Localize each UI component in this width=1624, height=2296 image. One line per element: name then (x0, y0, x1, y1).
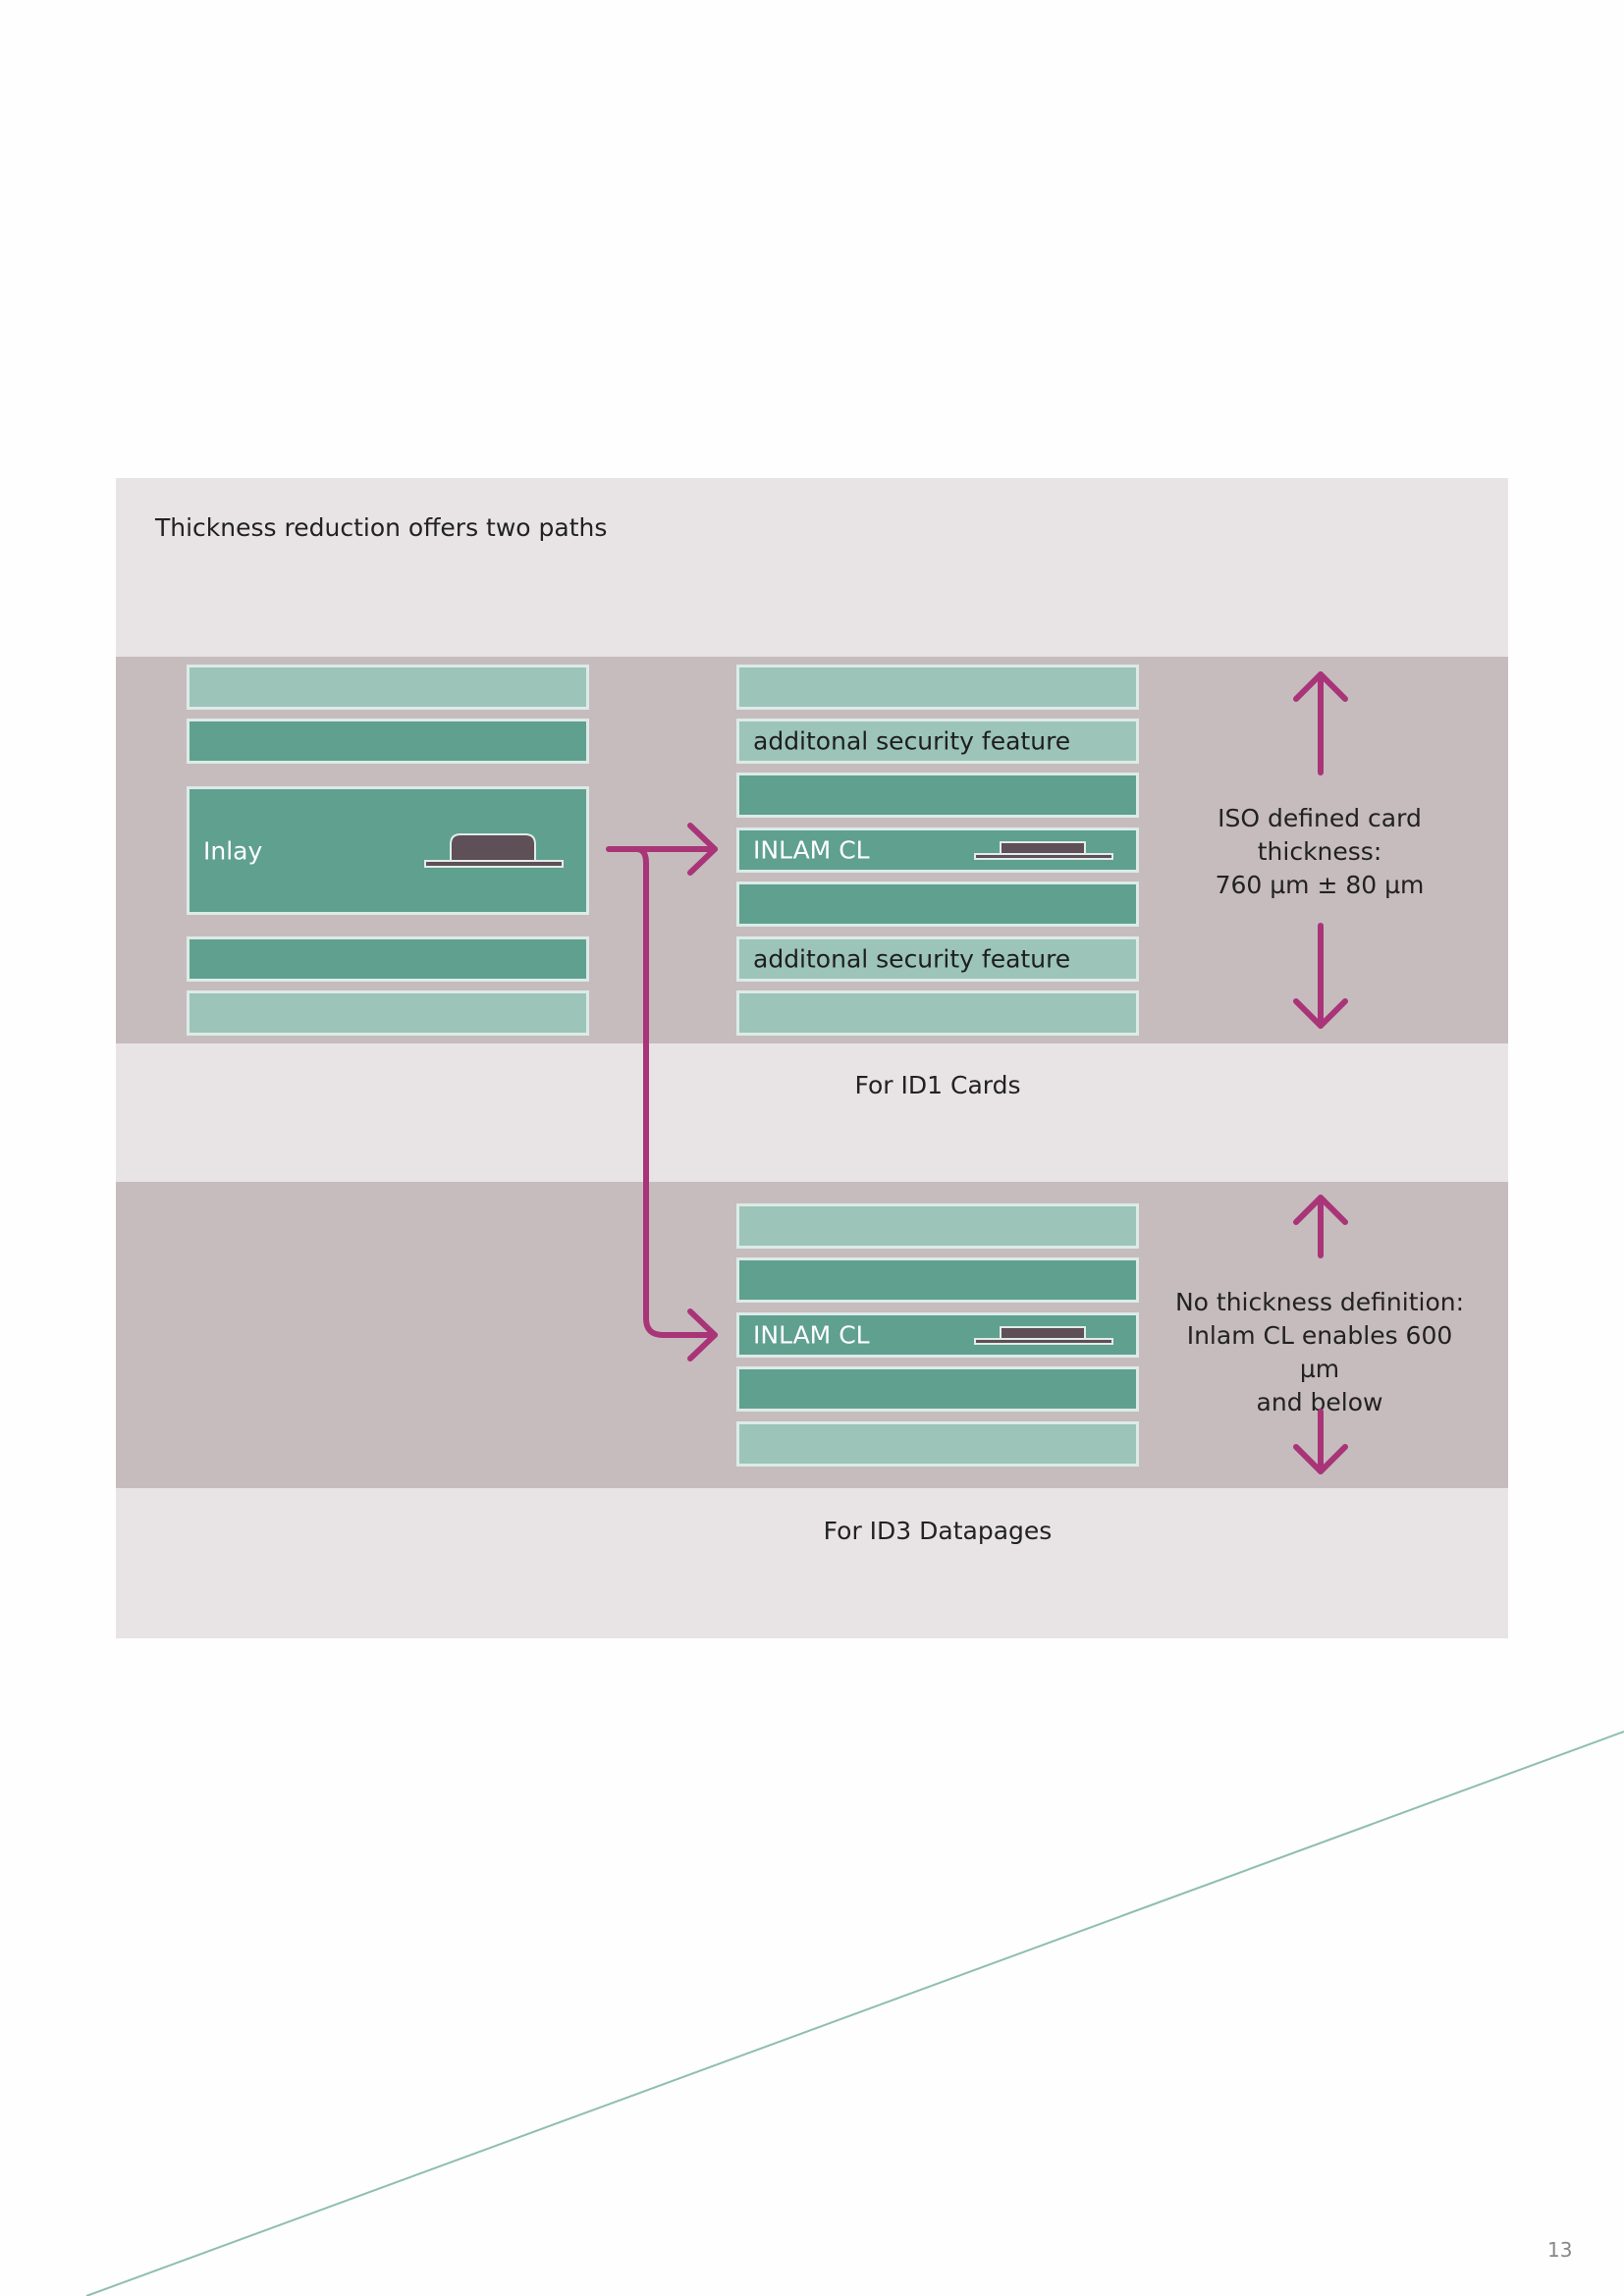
id3-layer-2 (736, 1257, 1139, 1303)
id1-caption: For ID1 Cards (854, 1071, 1021, 1099)
id1-layer-1 (736, 665, 1139, 710)
flow-arrow-to-id1 (606, 823, 718, 876)
id1-layer-5 (736, 881, 1139, 927)
chip-icon (974, 841, 1113, 860)
inlam-label: INLAM CL (753, 1320, 870, 1350)
left-layer-4 (187, 936, 589, 982)
arrow-down-icon (1293, 1409, 1348, 1474)
arrow-up-icon (1293, 671, 1348, 775)
id1-layer-7 (736, 990, 1139, 1036)
id1-thickness-note: ISO defined card thickness: 760 µm ± 80 … (1215, 804, 1425, 899)
security-feature-label: additonal security feature (753, 726, 1071, 756)
id3-caption: For ID3 Datapages (823, 1517, 1053, 1545)
id1-layer-3 (736, 773, 1139, 818)
id3-layer-5 (736, 1421, 1139, 1467)
chip-icon (424, 833, 564, 868)
id3-inlam-layer: INLAM CL (736, 1312, 1139, 1358)
chip-icon (974, 1326, 1113, 1345)
left-layer-2 (187, 719, 589, 764)
left-layer-5 (187, 990, 589, 1036)
arrow-up-icon (1293, 1195, 1348, 1258)
arrows-layer (606, 671, 1348, 1474)
inlam-label: INLAM CL (753, 835, 870, 865)
id3-thickness-note: No thickness definition: Inlam CL enable… (1174, 1288, 1465, 1416)
diagram-title: Thickness reduction offers two paths (155, 513, 608, 542)
page-number: 13 (1547, 2238, 1573, 2262)
id1-security-layer-bottom: additonal security feature (736, 936, 1139, 982)
id1-security-layer-top: additonal security feature (736, 719, 1139, 764)
security-feature-label: additonal security feature (753, 944, 1071, 974)
inlay-label: Inlay (203, 836, 263, 865)
arrow-down-icon (1293, 923, 1348, 1029)
left-layer-1 (187, 665, 589, 710)
inlay-layer: Inlay (187, 786, 589, 915)
diagram-panel: Thickness reduction offers two paths Inl… (116, 478, 1508, 1638)
flow-arrow-to-id3 (633, 846, 718, 1362)
id1-inlam-layer: INLAM CL (736, 828, 1139, 873)
id3-layer-1 (736, 1203, 1139, 1249)
id3-layer-4 (736, 1366, 1139, 1412)
